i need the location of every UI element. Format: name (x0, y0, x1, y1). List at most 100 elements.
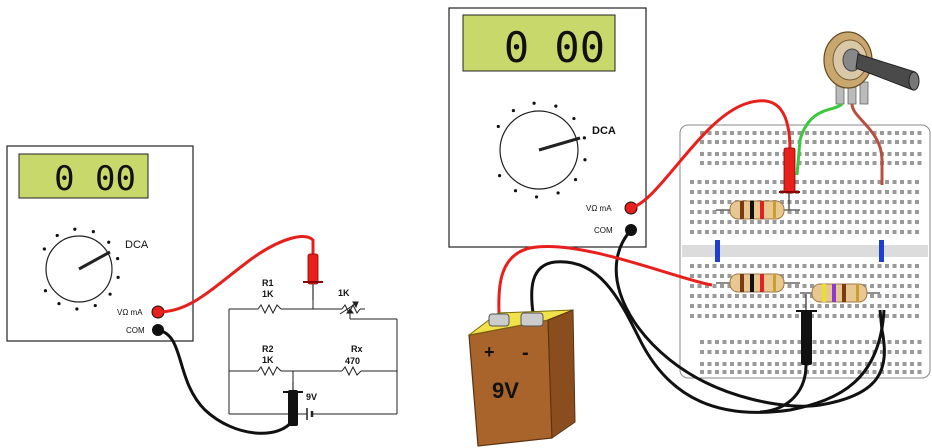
breadboard-hole (735, 294, 739, 298)
breadboard-hole (900, 190, 904, 194)
breadboard-hole (790, 370, 794, 374)
schematic-labels: R1 1K 1K R2 1K Rx 470 9V (262, 278, 363, 402)
breadboard-hole (697, 230, 702, 234)
left-black-lead[interactable] (157, 328, 295, 435)
breadboard-hole (730, 370, 734, 374)
breadboard-hole (727, 314, 732, 318)
right-meter-lcd (462, 14, 616, 72)
right-meter-dial-pointer (538, 136, 581, 152)
breadboard-hole (835, 362, 839, 366)
breadboard-hole (880, 350, 884, 354)
battery-black-wire[interactable] (530, 260, 886, 414)
resistor-top[interactable] (716, 200, 800, 220)
breadboard-hole (902, 161, 907, 165)
battery-label: 9V (492, 378, 519, 403)
r2-value: 1K (262, 355, 274, 365)
breadboard-hole (690, 264, 694, 268)
breadboard-hole (900, 264, 904, 268)
breadboard-hole (810, 210, 814, 214)
breadboard-hole (715, 131, 719, 135)
left-black-probe[interactable] (283, 382, 303, 426)
breadboard-hole (782, 140, 787, 144)
breadboard-hole (885, 200, 889, 204)
breadboard-hole (835, 370, 839, 374)
right-blue-jumper[interactable] (879, 240, 884, 262)
breadboard-hole (757, 220, 762, 224)
breadboard-hole (832, 230, 837, 234)
breadboard-hole (707, 340, 712, 344)
breadboard-hole (730, 152, 734, 156)
breadboard-hole (697, 264, 702, 268)
battery-positive-terminal[interactable] (488, 313, 510, 327)
breadboard-hole (745, 152, 749, 156)
breadboard-hole (902, 362, 907, 366)
breadboard-hole (910, 152, 914, 156)
r2-name: R2 (262, 344, 274, 354)
breadboard-hole (720, 264, 724, 268)
breadboard-hole (915, 294, 919, 298)
dial-tick-dot (107, 240, 111, 244)
breadboard-hole (850, 152, 854, 156)
breadboard-hole (862, 230, 867, 234)
breadboard-hole (900, 314, 904, 318)
breadboard-hole (715, 350, 719, 354)
breadboard-hole (847, 314, 852, 318)
breadboard-hole (855, 180, 859, 184)
breadboard-hole (895, 131, 899, 135)
breadboard-hole (745, 362, 749, 366)
right-black-probe[interactable] (796, 294, 817, 365)
potentiometer[interactable] (823, 31, 920, 105)
breadboard-hole (737, 340, 742, 344)
dial-tick-dot (116, 275, 120, 279)
breadboard-hole (752, 370, 757, 374)
dial-tick-dot (573, 177, 578, 182)
breadboard-hole (877, 274, 882, 278)
battery-negative-terminal[interactable] (520, 312, 544, 327)
resistor-middle[interactable] (716, 273, 800, 293)
breadboard-hole (915, 200, 919, 204)
breadboard-hole (827, 152, 832, 156)
resistor-rx[interactable] (800, 283, 880, 303)
breadboard-hole (735, 314, 739, 318)
breadboard-hole (895, 370, 899, 374)
battery-red-wire[interactable] (497, 245, 713, 314)
breadboard-hole (907, 264, 912, 268)
breadboard-hole (917, 131, 922, 135)
breadboard-hole (700, 152, 704, 156)
left-red-probe[interactable] (303, 253, 323, 300)
breadboard-hole (827, 140, 832, 144)
right-red-lead[interactable] (630, 99, 792, 210)
breadboard-hole (907, 210, 912, 214)
breadboard-hole (877, 294, 882, 298)
right-black-lead[interactable] (614, 229, 886, 408)
breadboard-hole (842, 362, 847, 366)
breadboard-hole (787, 220, 792, 224)
breadboard-hole (802, 284, 807, 288)
breadboard-hole (887, 350, 892, 354)
dial-tick-dot (57, 302, 61, 306)
right-red-probe[interactable] (779, 147, 800, 210)
brown-wire[interactable] (850, 103, 884, 185)
breadboard-hole (715, 370, 719, 374)
breadboard-hole (832, 200, 837, 204)
breadboard-hole (880, 340, 884, 344)
breadboard-hole (902, 370, 907, 374)
breadboard-hole (760, 370, 764, 374)
left-red-lead[interactable] (157, 235, 315, 314)
breadboard-hole (855, 220, 859, 224)
breadboard-hole (892, 180, 897, 184)
breadboard-hole (902, 340, 907, 344)
breadboard-holes (690, 131, 922, 374)
breadboard-hole (877, 230, 882, 234)
breadboard-hole (767, 340, 772, 344)
breadboard-hole (855, 274, 859, 278)
green-wire[interactable] (795, 102, 844, 176)
breadboard-hole (727, 304, 732, 308)
breadboard-hole (855, 314, 859, 318)
left-blue-jumper[interactable] (715, 240, 720, 262)
breadboard-hole (797, 370, 802, 374)
breadboard-hole (715, 340, 719, 344)
breadboard-hole (730, 350, 734, 354)
breadboard-hole (705, 264, 709, 268)
